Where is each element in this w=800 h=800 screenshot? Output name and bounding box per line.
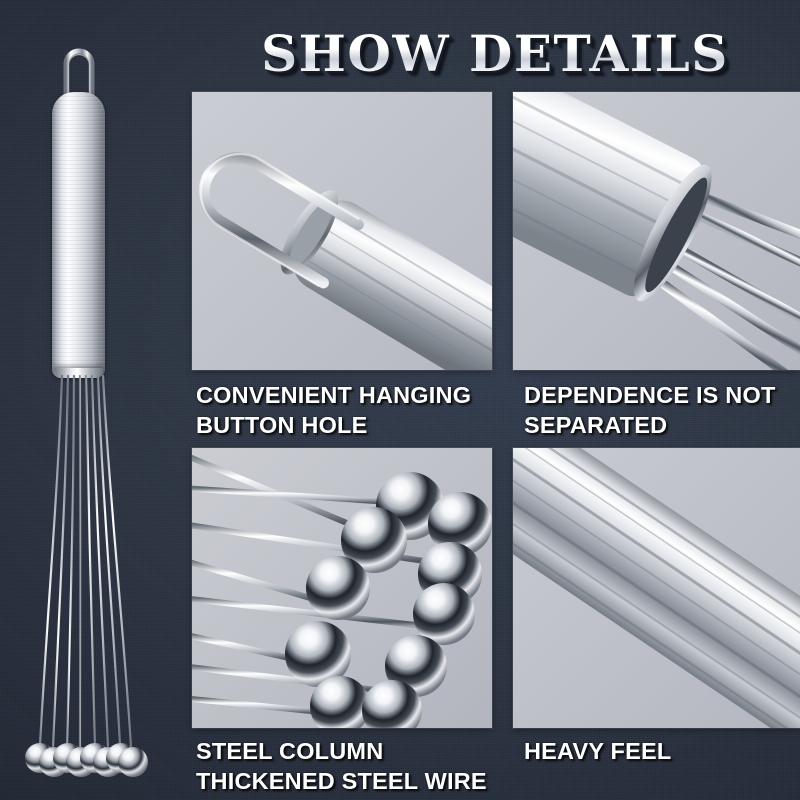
detail-panel-dependence xyxy=(513,92,800,370)
detail-panel-heavy-feel xyxy=(513,448,800,728)
caption-steel-column: STEEL COLUMN THICKENED STEEL WIRE xyxy=(196,738,487,795)
handle-end-cap xyxy=(54,368,103,378)
whisk-wires-and-balls xyxy=(25,374,148,777)
detail-panel-hanging-hole xyxy=(192,92,492,370)
caption-heavy-feel: HEAVY FEEL xyxy=(524,738,672,764)
product-hero-whisk xyxy=(0,0,190,800)
steel-balls xyxy=(25,743,148,777)
hanging-loop-icon xyxy=(63,48,95,111)
panel-4-photo xyxy=(513,448,800,728)
panel-2-photo xyxy=(513,92,800,370)
panel-3-photo xyxy=(192,448,492,728)
page-title: SHOW DETAILS xyxy=(190,22,800,86)
detail-panel-steel-column xyxy=(192,448,492,728)
brushed-texture xyxy=(52,92,105,378)
product-handle xyxy=(52,92,105,378)
caption-dependence: DEPENDENCE IS NOT SEPARATED xyxy=(524,382,776,439)
steel-ball-cluster xyxy=(285,472,492,728)
caption-hanging-hole: CONVENIENT HANGING BUTTON HOLE xyxy=(196,382,472,439)
panel-1-photo xyxy=(192,92,492,370)
